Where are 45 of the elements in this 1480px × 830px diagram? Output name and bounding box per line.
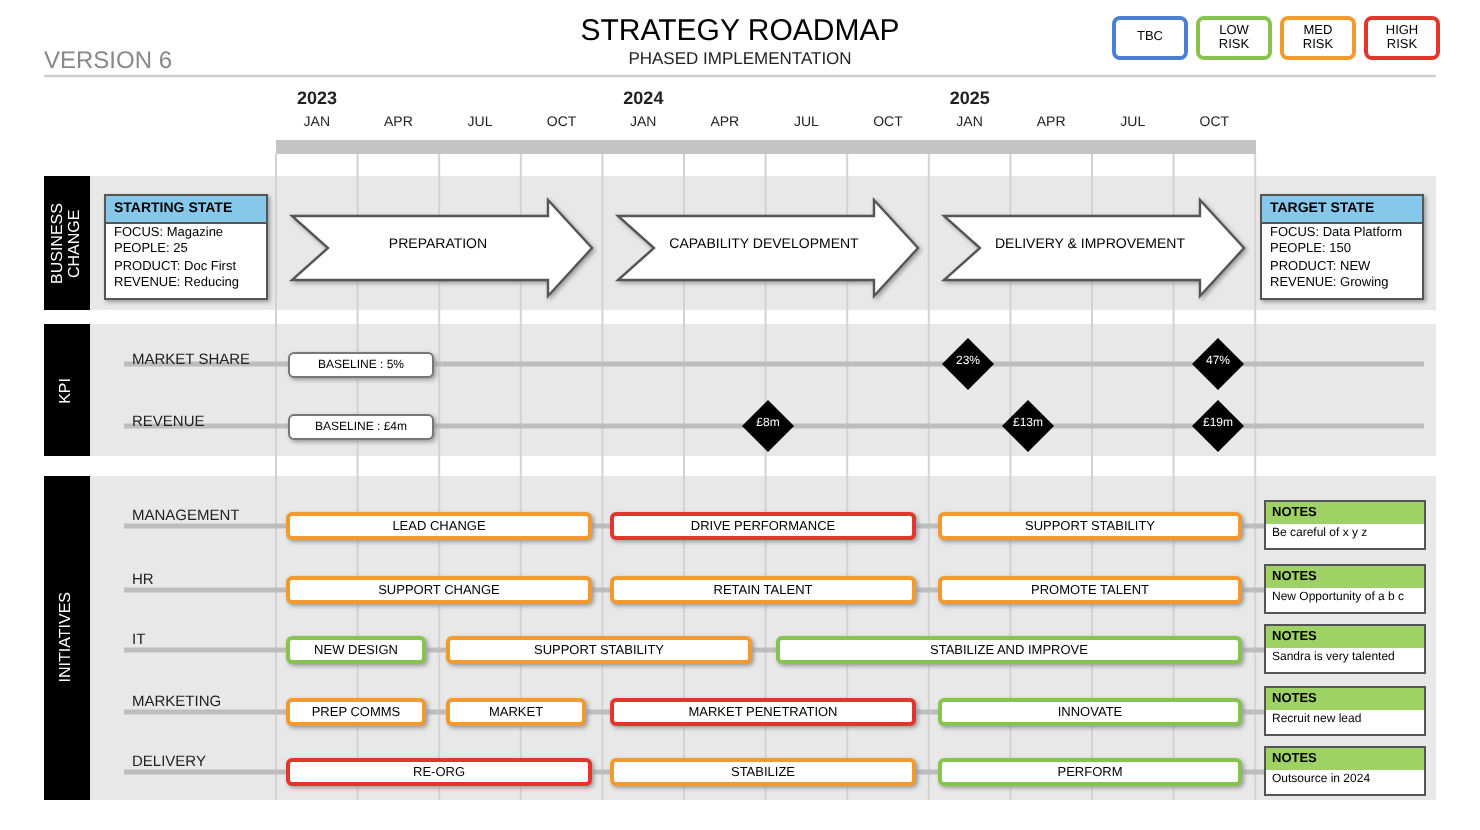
phase-banner <box>944 200 1244 296</box>
initiative-bar <box>286 698 426 726</box>
initiative-bar <box>776 636 1242 664</box>
swimlane-title: INITIATIVES <box>58 592 76 684</box>
swimlane-label <box>44 324 90 456</box>
initiative-bar <box>286 576 592 604</box>
initiative-bar <box>446 636 752 664</box>
initiative-bar <box>610 758 916 786</box>
baseline-box <box>288 414 434 440</box>
initiative-bar <box>610 698 916 726</box>
initiative-bar <box>286 512 592 540</box>
year-label: 2023 <box>294 88 340 108</box>
swimlane-label <box>44 476 90 800</box>
swimlane-label <box>44 176 90 310</box>
phase-banner <box>292 200 592 296</box>
initiative-bar <box>610 512 916 540</box>
year-label: 2024 <box>621 88 666 108</box>
milestone-diamond <box>942 338 994 390</box>
initiative-bar <box>286 636 426 664</box>
swimlane-title: KPI <box>58 377 76 403</box>
subtitle: VERSION 6 <box>44 46 173 74</box>
milestone-diamond <box>1192 400 1244 452</box>
swimlane-title: BUSINESS CHANGE <box>50 200 84 288</box>
subtitle: PHASED IMPLEMENTATION <box>626 48 854 68</box>
baseline-box <box>288 352 434 378</box>
initiative-bar <box>938 512 1242 540</box>
year-label: 2025 <box>947 88 992 108</box>
note-card <box>1264 746 1426 796</box>
note-card <box>1264 564 1426 614</box>
initiative-bar <box>938 758 1242 786</box>
milestone-diamond <box>1192 338 1244 390</box>
initiative-bar <box>610 576 916 604</box>
note-card <box>1264 686 1426 736</box>
title: STRATEGY ROADMAP <box>578 14 902 48</box>
state-card <box>1260 194 1424 300</box>
note-card <box>1264 624 1426 674</box>
milestone-diamond <box>1002 400 1054 452</box>
initiative-bar <box>286 758 592 786</box>
note-card <box>1264 500 1426 550</box>
initiative-bar <box>938 576 1242 604</box>
state-card <box>104 194 268 300</box>
milestone-diamond <box>742 400 794 452</box>
initiative-bar <box>446 698 586 726</box>
initiative-bar <box>938 698 1242 726</box>
phase-banner <box>618 200 918 296</box>
